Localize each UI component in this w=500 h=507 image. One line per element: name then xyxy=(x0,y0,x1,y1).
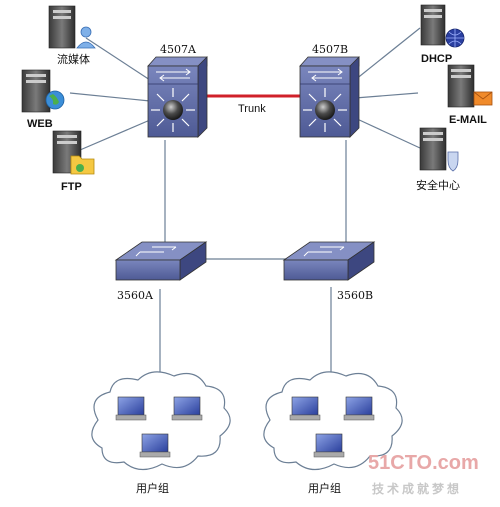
watermark-slogan: 技术成就梦想 xyxy=(372,481,462,496)
watermark-site: 51CTO.com xyxy=(368,452,479,474)
computer-icon xyxy=(171,396,203,421)
link-security-4507b xyxy=(354,117,421,149)
core-switch-4507b[interactable] xyxy=(299,56,360,138)
server-ftp-label: FTP xyxy=(61,181,82,193)
cloud-left xyxy=(91,371,231,471)
envelope-icon xyxy=(473,91,493,106)
trunk-label: Trunk xyxy=(238,103,266,115)
server-security-center[interactable] xyxy=(419,127,459,172)
server-dhcp[interactable] xyxy=(420,4,465,48)
user-icon xyxy=(76,26,96,49)
server-web-label: WEB xyxy=(27,118,53,130)
server-email[interactable] xyxy=(447,64,493,108)
server-ftp[interactable] xyxy=(52,130,95,175)
server-email-label: E-MAIL xyxy=(449,114,487,126)
server-streaming-label: 流媒体 xyxy=(57,52,90,66)
core-switch-4507b-label: 4507B xyxy=(312,43,348,56)
computer-icon xyxy=(343,396,375,421)
shield-icon xyxy=(447,151,459,172)
network-globe-icon xyxy=(445,28,465,48)
access-switch-3560a-label: 3560A xyxy=(117,289,154,302)
link-email-4507b xyxy=(354,92,419,99)
access-switch-3560a[interactable] xyxy=(114,241,208,281)
access-switch-3560b[interactable] xyxy=(282,241,376,281)
user-group-left-label: 用户组 xyxy=(136,481,169,495)
computer-icon xyxy=(115,396,147,421)
user-group-right-label: 用户组 xyxy=(308,481,341,495)
server-dhcp-label: DHCP xyxy=(421,53,452,65)
core-switch-4507a-label: 4507A xyxy=(160,43,197,56)
computer-icon xyxy=(139,433,171,458)
link-web-4507a xyxy=(69,92,151,102)
server-web[interactable] xyxy=(21,69,65,113)
links xyxy=(69,27,421,386)
access-switch-3560b-label: 3560B xyxy=(337,289,373,302)
globe-icon xyxy=(45,90,65,110)
server-security-center-label: 安全中心 xyxy=(416,178,460,192)
link-dhcp-4507b xyxy=(354,27,421,81)
user-group-right[interactable] xyxy=(263,371,403,471)
link-streaming-4507a xyxy=(85,37,151,81)
server-streaming[interactable] xyxy=(48,5,96,49)
computer-icon xyxy=(289,396,321,421)
core-switch-4507a[interactable] xyxy=(147,56,208,138)
folder-icon xyxy=(70,155,95,175)
cloud-right xyxy=(263,371,403,471)
computer-icon xyxy=(313,433,345,458)
link-ftp-4507a xyxy=(79,119,151,151)
user-group-left[interactable] xyxy=(91,371,231,471)
